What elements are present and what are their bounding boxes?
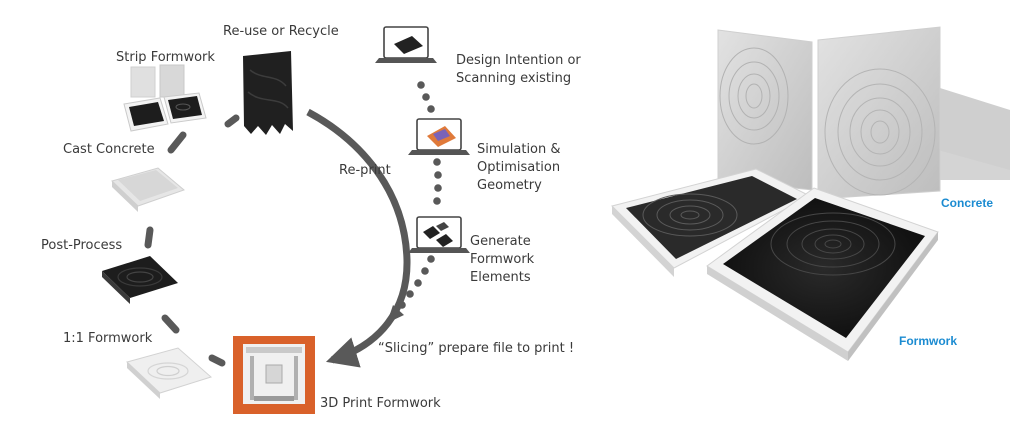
formwork-image [126, 347, 212, 399]
cast-concrete-image [111, 167, 185, 212]
pipeline-generate-label: Generate Formwork Elements [470, 234, 535, 285]
strip-formwork-image [123, 64, 207, 132]
cycle-arc [144, 114, 240, 367]
pipeline-dots [398, 81, 442, 309]
step-post-label: Post-Process [41, 238, 123, 253]
step-formwork-label: 1:1 Formwork [63, 331, 153, 346]
step-reuse-label: Re-use or Recycle [223, 24, 339, 39]
pipeline-design-label: Design Intention or Scanning existing [456, 53, 581, 86]
concrete-panel-left [717, 29, 813, 191]
pipeline-simulation-label: Simulation & Optimisation Geometry [477, 142, 561, 193]
step-strip-label: Strip Formwork [116, 50, 215, 65]
reprint-arrow [306, 108, 411, 368]
laptop-generate-image [408, 216, 470, 253]
laptop-simulation-image [408, 118, 470, 155]
step-print-label: 3D Print Formwork [320, 396, 441, 411]
reprint-label: Re-print [339, 163, 391, 178]
pipeline-arrowhead [387, 305, 404, 323]
step-cast-label: Cast Concrete [63, 142, 155, 157]
slicing-label: “Slicing” prepare file to print ! [378, 341, 575, 356]
render-concrete-label: Concrete [941, 196, 994, 210]
reuse-image [243, 51, 293, 135]
render-formwork-label: Formwork [899, 334, 958, 348]
post-process-image [102, 256, 178, 304]
render-image [611, 26, 1010, 361]
printer-image [233, 336, 315, 414]
concrete-panel-right [817, 26, 941, 200]
laptop-design-image [375, 26, 437, 63]
